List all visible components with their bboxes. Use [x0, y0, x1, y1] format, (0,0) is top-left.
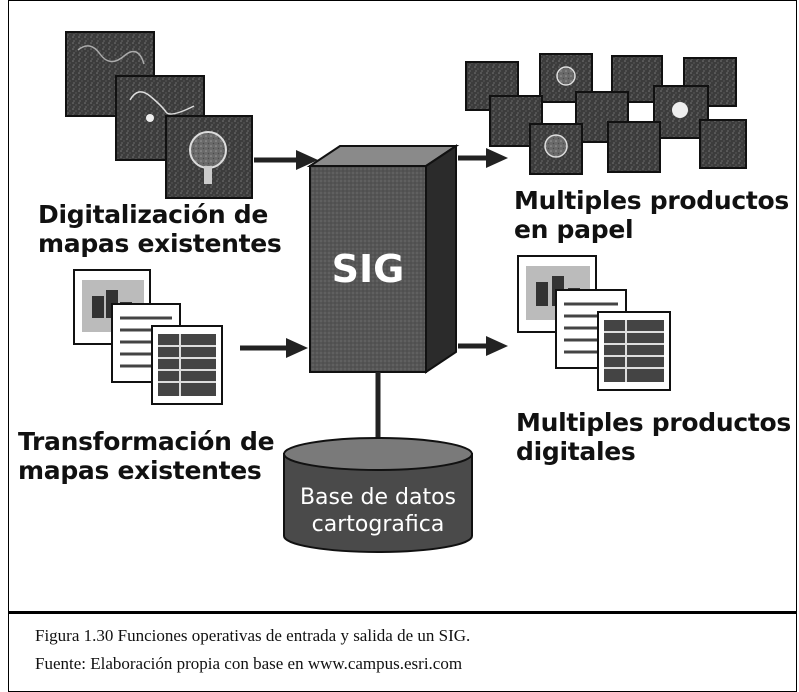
input-label-digitalizacion-line1: Digitalización de [38, 200, 268, 229]
output-label-digitales: Multiples productos digitales [516, 408, 791, 466]
arrow-out-top [458, 148, 508, 168]
output-document-stack-icon [517, 255, 671, 391]
sig-label: SIG [332, 247, 405, 291]
input-label-digitalizacion-line2: mapas existentes [38, 229, 282, 258]
database-label-line1: Base de datos [300, 485, 456, 510]
arrow-out-bottom [458, 336, 508, 356]
figure-caption: Figura 1.30 Funciones operativas de entr… [35, 626, 471, 645]
input-document-stack-icon [73, 269, 223, 405]
database-cylinder-icon [283, 437, 473, 553]
output-label-papel-line1: Multiples productos [514, 186, 789, 215]
database-label-line2: cartografica [312, 512, 445, 537]
output-label-papel: Multiples productos en papel [514, 186, 789, 244]
input-label-digitalizacion: Digitalización de mapas existentes [38, 200, 282, 258]
input-map-stack-icon [65, 31, 253, 199]
output-map-tiles-icon [465, 53, 747, 175]
input-label-transformacion-line2: mapas existentes [18, 456, 262, 485]
arrow-in-top [254, 150, 318, 170]
caption-box: Figura 1.30 Funciones operativas de entr… [8, 612, 797, 692]
output-label-digitales-line1: Multiples productos [516, 408, 791, 437]
input-label-transformacion: Transformación de mapas existentes [18, 427, 275, 485]
output-label-papel-line2: en papel [514, 215, 634, 244]
output-label-digitales-line2: digitales [516, 437, 636, 466]
input-label-transformacion-line1: Transformación de [18, 427, 275, 456]
diagram-graphics: SIG Base de datos cartografica [65, 31, 747, 553]
diagram-frame [8, 0, 797, 612]
arrow-in-bottom [240, 338, 308, 358]
sig-server-icon [306, 144, 460, 374]
figure-source: Fuente: Elaboración propia con base en w… [35, 654, 463, 673]
